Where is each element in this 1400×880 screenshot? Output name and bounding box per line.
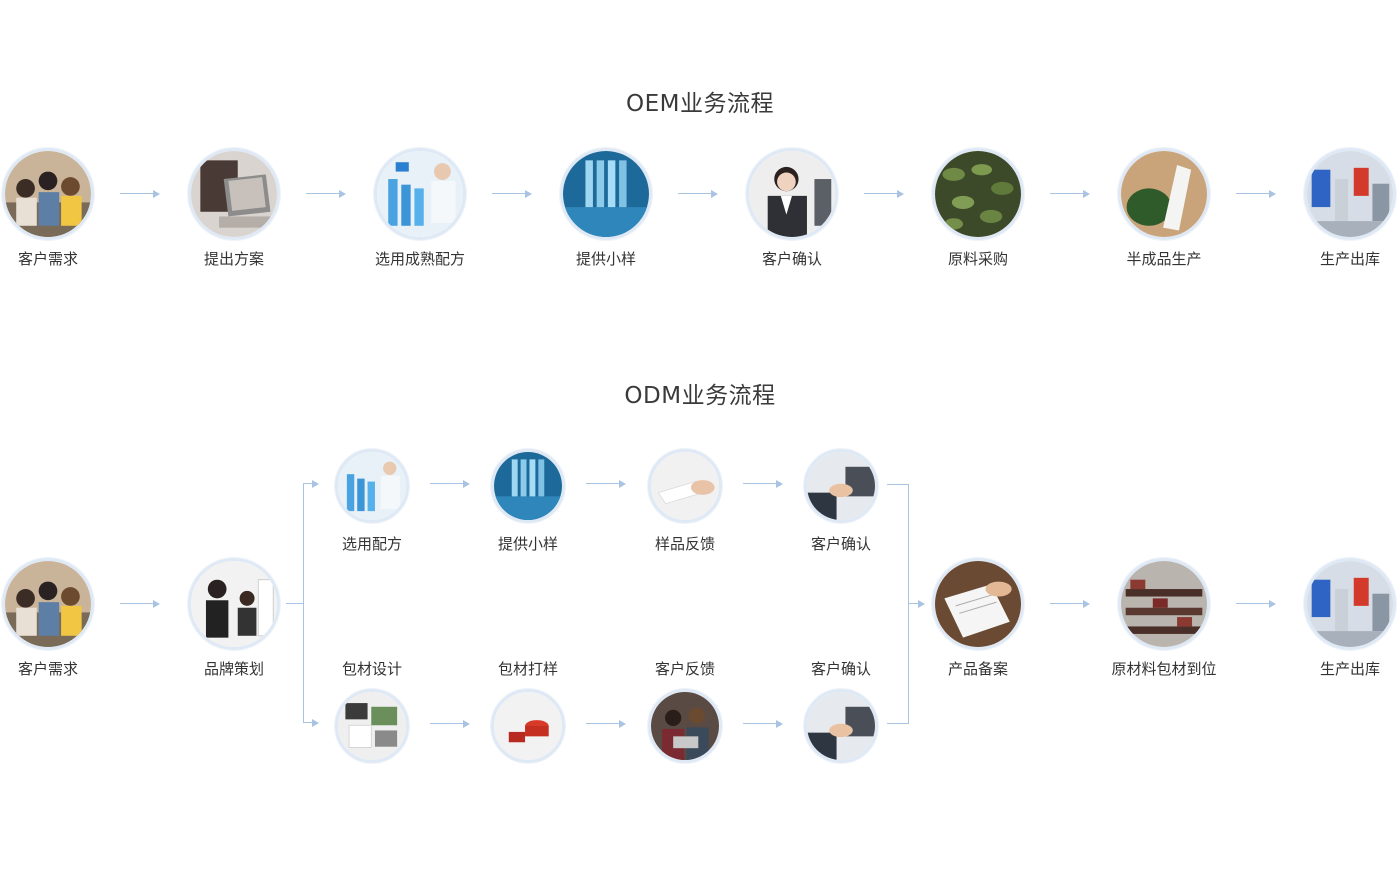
step-label: 客户确认: [761, 250, 822, 268]
lab-photo-icon: [335, 449, 409, 523]
odm-end-1: 产品备案: [918, 558, 1038, 679]
merge-bracket: [908, 484, 909, 724]
arrow-connector: [743, 479, 783, 489]
arrow-connector: [1236, 189, 1276, 199]
merge-connector: [887, 723, 908, 724]
customer-feedback-photo-icon: [648, 689, 722, 763]
oem-step-1: 客户需求: [0, 148, 108, 269]
oem-step-3: 选用成熟配方: [360, 148, 480, 269]
step-label: 客户需求: [17, 250, 78, 268]
odm-upper-1: 选用配方: [312, 449, 432, 554]
factory-photo-icon: [1304, 148, 1396, 240]
step-label: 提出方案: [203, 250, 264, 268]
arrow-connector: [864, 189, 904, 199]
arrow-connector: [430, 719, 470, 729]
test-tubes-photo-icon: [560, 148, 652, 240]
step-label: 选用成熟配方: [374, 250, 465, 268]
oem-step-8: 生产出库: [1290, 148, 1400, 269]
oem-step-5: 客户确认: [732, 148, 852, 269]
step-label: 生产出库: [1319, 660, 1380, 678]
step-label: 提供小样: [575, 250, 636, 268]
odm-start-2: 品牌策划: [174, 558, 294, 679]
arrow-connector: [678, 189, 718, 199]
arrow-connector: [586, 479, 626, 489]
filing-photo-icon: [932, 558, 1024, 650]
handshake-photo-icon: [804, 449, 878, 523]
lab-photo-icon: [374, 148, 466, 240]
odm-end-3: 生产出库: [1290, 558, 1400, 679]
arrow-connector: [303, 479, 319, 489]
step-label: 包材设计: [341, 660, 402, 678]
step-label: 原料采购: [947, 250, 1008, 268]
odm-end-2: 原材料包材到位: [1104, 558, 1224, 679]
leaves-photo-icon: [932, 148, 1024, 240]
arrow-connector: [120, 189, 160, 199]
odm-lower-1: 包材设计: [312, 658, 432, 763]
oem-step-7: 半成品生产: [1104, 148, 1224, 269]
step-label: 样品反馈: [654, 535, 715, 553]
arrow-connector: [306, 189, 346, 199]
packaging-sample-photo-icon: [491, 689, 565, 763]
step-label: 客户需求: [17, 660, 78, 678]
arrow-connector: [1050, 189, 1090, 199]
step-label: 选用配方: [341, 535, 402, 553]
step-label: 半成品生产: [1126, 250, 1202, 268]
oem-step-4: 提供小样: [546, 148, 666, 269]
oem-step-6: 原料采购: [918, 148, 1038, 269]
arrow-connector: [303, 718, 319, 728]
oem-step-2: 提出方案: [174, 148, 294, 269]
step-label: 客户反馈: [654, 660, 715, 678]
odm-lower-2: 包材打样: [468, 658, 588, 763]
arrow-connector: [1236, 599, 1276, 609]
cosmetic-tube-photo-icon: [1118, 148, 1210, 240]
odm-upper-3: 样品反馈: [625, 449, 745, 554]
split-connector: [286, 603, 303, 604]
step-label: 提供小样: [497, 535, 558, 553]
meeting-photo-icon: [2, 558, 94, 650]
merge-connector: [887, 484, 908, 485]
factory-photo-icon: [1304, 558, 1396, 650]
design-photo-icon: [335, 689, 409, 763]
arrow-connector: [586, 719, 626, 729]
call-center-photo-icon: [746, 148, 838, 240]
arrow-connector: [430, 479, 470, 489]
step-label: 原材料包材到位: [1111, 660, 1217, 678]
step-label: 品牌策划: [203, 660, 264, 678]
step-label: 客户确认: [810, 660, 871, 678]
step-label: 客户确认: [810, 535, 871, 553]
odm-lower-3: 客户反馈: [625, 658, 745, 763]
arrow-connector: [492, 189, 532, 199]
handshake-photo-icon: [804, 689, 878, 763]
arrow-connector: [1050, 599, 1090, 609]
step-label: 产品备案: [947, 660, 1008, 678]
arrow-connector: [743, 719, 783, 729]
arrow-connector: [908, 599, 925, 609]
meeting-photo-icon: [2, 148, 94, 240]
arrow-connector: [120, 599, 160, 609]
odm-title: ODM业务流程: [624, 383, 776, 409]
test-tubes-photo-icon: [491, 449, 565, 523]
branding-photo-icon: [188, 558, 280, 650]
feedback-photo-icon: [648, 449, 722, 523]
odm-upper-4: 客户确认: [781, 449, 901, 554]
oem-title: OEM业务流程: [626, 91, 774, 117]
step-label: 包材打样: [497, 660, 558, 678]
warehouse-photo-icon: [1118, 558, 1210, 650]
split-bracket: [303, 484, 304, 723]
laptop-photo-icon: [188, 148, 280, 240]
odm-upper-2: 提供小样: [468, 449, 588, 554]
step-label: 生产出库: [1319, 250, 1380, 268]
odm-start-1: 客户需求: [0, 558, 108, 679]
odm-lower-4: 客户确认: [781, 658, 901, 763]
